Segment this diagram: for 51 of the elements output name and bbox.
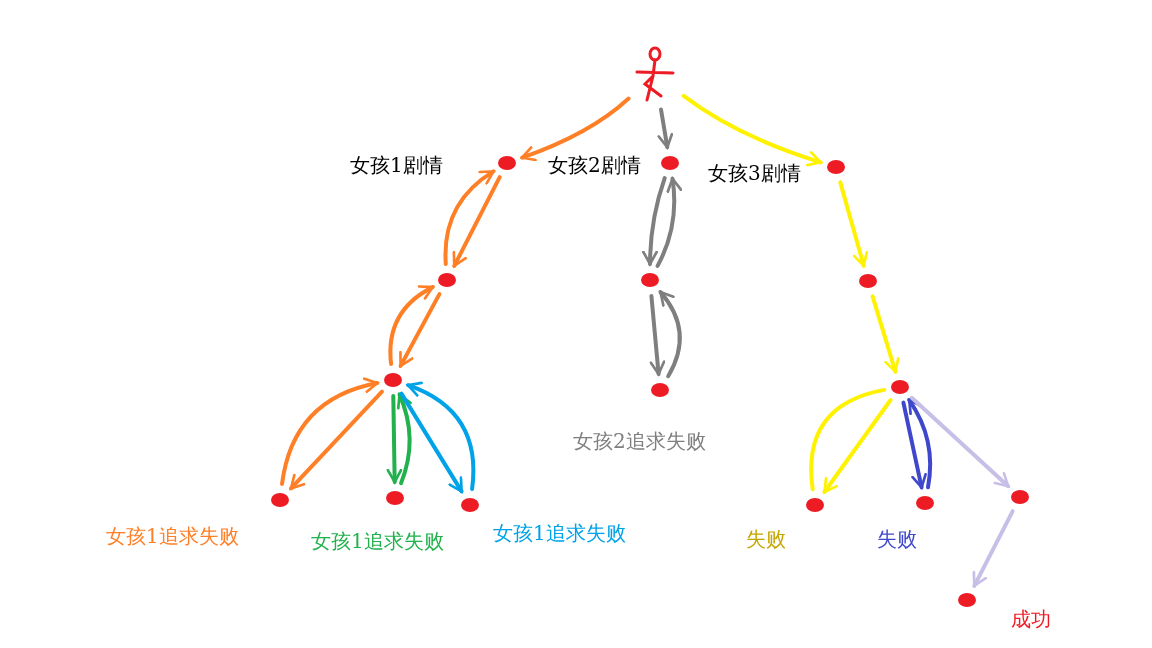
- node-caption: 失败: [746, 526, 786, 553]
- arrow: [655, 176, 682, 268]
- arrow: [657, 107, 674, 150]
- arrow: [520, 96, 631, 162]
- node-caption: 女孩1追求失败: [311, 528, 444, 555]
- arrow: [399, 391, 464, 494]
- node-caption: 成功: [1011, 606, 1051, 633]
- arrow: [681, 93, 823, 167]
- arrow: [838, 180, 869, 268]
- arrow: [909, 395, 1011, 489]
- node-caption: 女孩2追求失败: [573, 428, 706, 455]
- node-caption: 女孩2剧情: [548, 152, 641, 179]
- node-caption: 女孩1追求失败: [106, 523, 239, 550]
- node-caption: 女孩1剧情: [350, 152, 443, 179]
- dot: [461, 498, 479, 512]
- node-caption: 失败: [877, 526, 917, 553]
- dot: [806, 498, 824, 512]
- arrow: [972, 509, 1015, 588]
- dot: [1011, 490, 1029, 504]
- arrow: [658, 290, 682, 379]
- dot: [891, 380, 909, 394]
- arrow: [388, 285, 435, 367]
- arrow: [280, 377, 380, 487]
- arrow: [649, 293, 666, 377]
- dot: [958, 593, 976, 607]
- dot: [661, 156, 679, 170]
- arrow: [901, 400, 927, 490]
- stick-figure-drawing: [633, 46, 677, 102]
- arrow: [396, 392, 412, 486]
- arrow: [289, 389, 384, 491]
- dot: [386, 491, 404, 505]
- dot: [498, 156, 516, 170]
- arrow: [406, 382, 476, 492]
- arrow: [386, 394, 403, 484]
- arrow: [870, 294, 900, 374]
- arrow: [642, 176, 667, 266]
- arrow: [822, 398, 893, 494]
- dot: [641, 273, 659, 287]
- node-caption: 女孩3剧情: [708, 160, 801, 187]
- dot: [859, 274, 877, 288]
- dot: [651, 383, 669, 397]
- arrow: [907, 398, 933, 490]
- arrow: [398, 292, 442, 368]
- dot: [827, 160, 845, 174]
- node-caption: 女孩1追求失败: [493, 520, 626, 547]
- arrow: [452, 175, 502, 268]
- dot: [438, 273, 456, 287]
- dot: [916, 496, 934, 510]
- dot: [271, 493, 289, 507]
- dot: [384, 373, 402, 387]
- arrow: [443, 169, 496, 266]
